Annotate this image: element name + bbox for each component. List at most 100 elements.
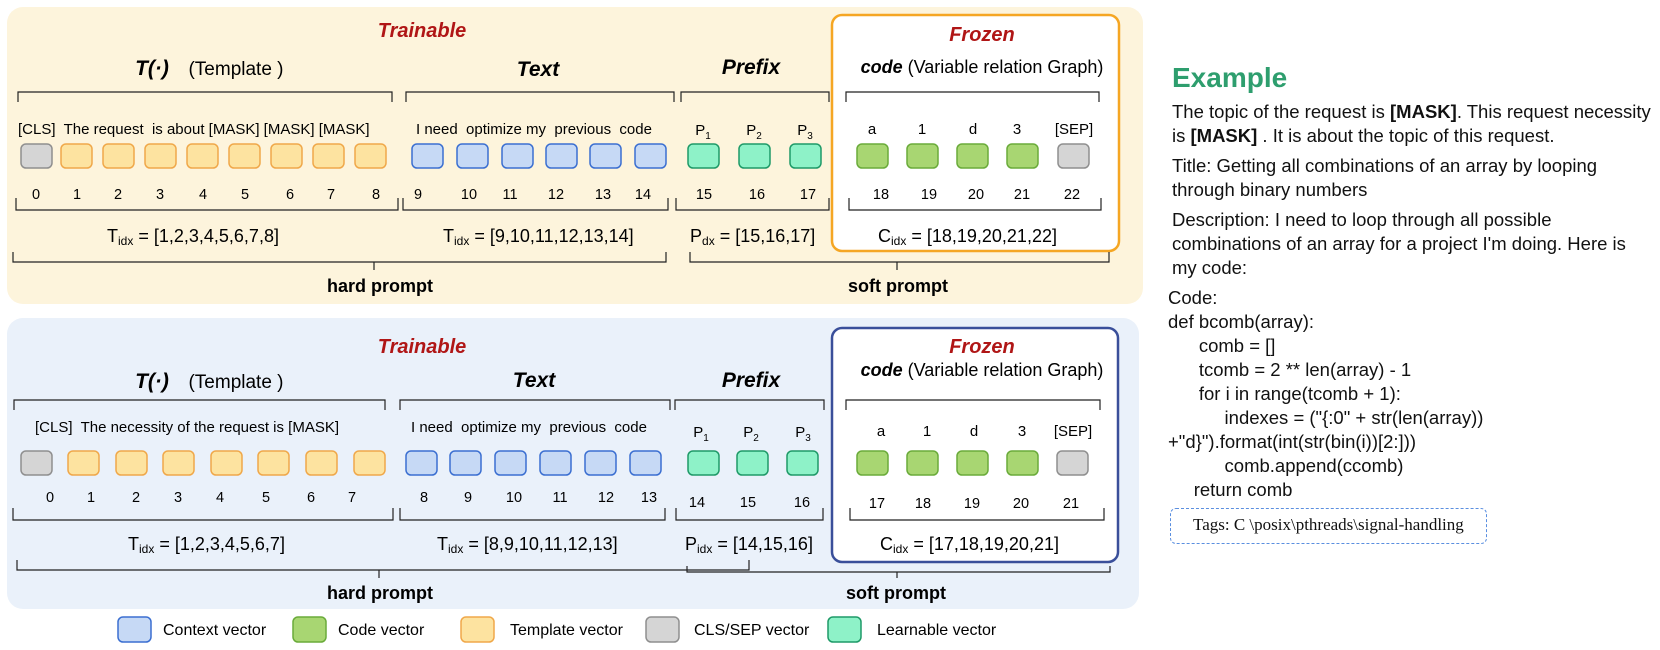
vectors-bottom bbox=[20, 450, 1089, 476]
index-number: 7 bbox=[348, 490, 356, 506]
index-number: 13 bbox=[641, 490, 657, 506]
prefix-label-2-bottom: P2 bbox=[743, 424, 759, 444]
prefix-label-3-bottom: P3 bbox=[795, 424, 811, 444]
learnable-vector bbox=[736, 450, 769, 476]
legend-swatch-learnable bbox=[827, 616, 862, 643]
template-heading-paren-bottom: (Template ) bbox=[188, 372, 283, 393]
index-number: 4 bbox=[199, 187, 207, 203]
index-number: 10 bbox=[506, 490, 522, 506]
index-number: 17 bbox=[869, 496, 885, 512]
code-vector bbox=[956, 143, 989, 169]
code-vector bbox=[1006, 450, 1039, 476]
code-line: return comb bbox=[1168, 479, 1293, 500]
bracket-prefix-top bbox=[680, 91, 830, 102]
vectors-top bbox=[20, 143, 1090, 169]
template-vector bbox=[305, 450, 338, 476]
text-words-top: I need optimize my previous code bbox=[416, 121, 652, 138]
code-label-top: a bbox=[868, 121, 877, 138]
code-idx-formula-top: Cidx = [18,19,20,21,22] bbox=[878, 226, 1057, 248]
code-label-bottom: 3 bbox=[1018, 423, 1026, 440]
index-number: 0 bbox=[32, 187, 40, 203]
text-heading-bottom: Text bbox=[513, 369, 556, 392]
prefix-labels-top: P1 P2 P3 bbox=[695, 122, 813, 142]
bracket-text-idx-bottom bbox=[399, 508, 666, 521]
learnable-vector bbox=[789, 143, 822, 169]
index-number: 5 bbox=[241, 187, 249, 203]
template-words-bottom: [CLS] The necessity of the request is [M… bbox=[35, 419, 339, 436]
index-number: 16 bbox=[794, 495, 810, 511]
text-words-bottom: I need optimize my previous code bbox=[411, 419, 647, 436]
code-line: indexes = ("{:0" + str(len(array)) bbox=[1168, 407, 1484, 428]
example-code-block: Code: def bcomb(array): comb = [] tcomb … bbox=[1168, 286, 1652, 502]
index-number: 1 bbox=[87, 490, 95, 506]
code-vector bbox=[1006, 143, 1039, 169]
index-number: 20 bbox=[968, 187, 984, 203]
panel-top: Trainable Frozen T(·) (Template ) Text P… bbox=[7, 7, 1143, 304]
code-heading-em-bottom: code bbox=[861, 360, 903, 380]
legend-swatch-context bbox=[117, 616, 152, 643]
index-number: 15 bbox=[696, 187, 712, 203]
index-number: 2 bbox=[114, 187, 122, 203]
code-vector bbox=[856, 450, 889, 476]
bracket-hard-prompt-top bbox=[12, 252, 667, 270]
code-line: tcomb = 2 ** len(array) - 1 bbox=[1168, 359, 1412, 380]
legend-label-code: Code vector bbox=[338, 622, 425, 639]
index-number: 1 bbox=[73, 187, 81, 203]
legend-swatch-template bbox=[460, 616, 495, 643]
index-number: 11 bbox=[552, 490, 567, 506]
indices-top: 0 1 2 3 4 5 6 7 8 9 10 11 12 13 14 15 16… bbox=[32, 187, 1080, 203]
index-number: 3 bbox=[174, 490, 182, 506]
template-vector bbox=[210, 450, 243, 476]
code-vector bbox=[906, 450, 939, 476]
learnable-vector bbox=[786, 450, 819, 476]
index-number: 19 bbox=[921, 187, 937, 203]
index-number: 4 bbox=[216, 490, 224, 506]
legend-label-cls-sep: CLS/SEP vector bbox=[694, 622, 810, 639]
context-vector bbox=[634, 143, 667, 169]
template-vector bbox=[270, 143, 303, 169]
template-vector bbox=[186, 143, 219, 169]
bracket-code-top bbox=[845, 91, 1100, 102]
code-heading-em-top: code bbox=[861, 57, 903, 77]
template-vector bbox=[102, 143, 135, 169]
index-number: 9 bbox=[414, 187, 422, 203]
soft-prompt-label-top: soft prompt bbox=[848, 276, 948, 296]
trainable-label-bottom: Trainable bbox=[378, 336, 467, 358]
index-number: 12 bbox=[548, 187, 564, 203]
index-number: 21 bbox=[1063, 496, 1079, 512]
legend: Context vector Code vector Template vect… bbox=[117, 616, 997, 643]
legend-label-learnable: Learnable vector bbox=[877, 622, 997, 639]
code-heading-bottom: code (Variable relation Graph) bbox=[861, 360, 1104, 380]
prefix-label-1-top: P1 bbox=[695, 122, 711, 142]
index-number: 20 bbox=[1013, 496, 1029, 512]
code-label-top: d bbox=[969, 121, 977, 138]
bracket-hard-prompt-bottom bbox=[16, 560, 750, 578]
learnable-vector bbox=[687, 450, 720, 476]
code-label-top: 3 bbox=[1013, 121, 1021, 138]
bracket-soft-prompt-bottom bbox=[686, 566, 1111, 578]
index-number: 17 bbox=[800, 187, 816, 203]
template-words-top: [CLS] The request is about [MASK] [MASK]… bbox=[18, 121, 370, 138]
code-label-bottom: a bbox=[877, 423, 886, 440]
bracket-template-top bbox=[17, 91, 393, 102]
template-vector bbox=[353, 450, 386, 476]
code-label-top: 1 bbox=[918, 121, 926, 138]
code-line: def bcomb(array): bbox=[1168, 311, 1314, 332]
template-vector bbox=[115, 450, 148, 476]
context-vector bbox=[501, 143, 534, 169]
code-idx-formula-bottom: Cidx = [17,18,19,20,21] bbox=[880, 534, 1059, 556]
soft-prompt-label-bottom: soft prompt bbox=[846, 583, 946, 603]
index-number: 15 bbox=[740, 495, 756, 511]
code-label-bottom: 1 bbox=[923, 423, 931, 440]
index-number: 14 bbox=[689, 495, 705, 511]
text-idx-formula-bottom: Tidx = [8,9,10,11,12,13] bbox=[437, 534, 618, 556]
bracket-template-idx-bottom bbox=[12, 508, 394, 521]
learnable-vector bbox=[687, 143, 720, 169]
index-number: 11 bbox=[502, 187, 517, 203]
template-vector bbox=[257, 450, 290, 476]
index-number: 16 bbox=[749, 187, 765, 203]
bracket-code-idx-top bbox=[848, 198, 1102, 211]
example-tags: Tags: C \posix\pthreads\signal-handling bbox=[1170, 508, 1487, 544]
context-vector bbox=[545, 143, 578, 169]
context-vector bbox=[405, 450, 438, 476]
